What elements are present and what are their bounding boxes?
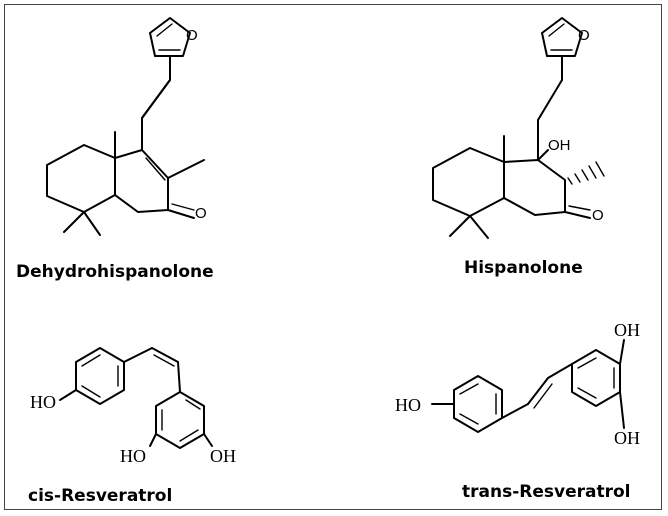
vinyl-bond-trans-a xyxy=(501,403,529,419)
resorcinol-oh-bond-cis-r xyxy=(203,433,213,447)
gem-methyl-2a xyxy=(469,215,489,239)
resorcinol-inner-trans-c xyxy=(577,387,597,399)
hydroxyl-bond-2 xyxy=(537,149,549,161)
resorcinol-oh-bond-trans-top xyxy=(619,339,625,365)
hydroxyl-label-2: OH xyxy=(548,137,571,154)
vinyl-bond-trans-c xyxy=(547,363,573,379)
methyl-right-1 xyxy=(167,159,205,179)
resorcinol-inner-cis-a xyxy=(185,399,201,410)
furan-oxygen-2: O xyxy=(578,27,590,44)
resorcinol-inner-cis-c xyxy=(179,429,199,442)
resorcinol-inner-trans-a xyxy=(577,357,597,369)
furan-ring-1 xyxy=(149,17,191,57)
chain-link-1 xyxy=(141,79,171,119)
ketone-bond-1a xyxy=(167,209,195,219)
label-cis-resveratrol: cis-Resveratrol xyxy=(28,486,173,506)
ketone-bond-2a xyxy=(564,211,591,219)
vinyl-double-trans-b xyxy=(533,383,553,409)
resorcinol-oh-bond-cis-l xyxy=(149,433,157,447)
ring-b-1 xyxy=(114,149,169,213)
phenol-oh-trans: HO xyxy=(395,395,421,415)
phenol-inner-trans-c xyxy=(459,413,479,425)
phenol-ring-cis xyxy=(75,347,125,405)
ring-a-1 xyxy=(46,144,116,213)
ring-a-2 xyxy=(432,147,505,217)
resorcinol-oh-left-cis: HO xyxy=(120,446,146,466)
resorcinol-oh-right-cis: OH xyxy=(210,446,236,466)
hashed-methyl-2 xyxy=(567,161,605,185)
structure-dehydrohispanolone: O O xyxy=(46,17,207,236)
resorcinol-oh-bond-trans-bottom xyxy=(619,391,625,429)
vinyl-bond-cis-c xyxy=(177,361,181,393)
gem-methyl-1a xyxy=(83,211,101,236)
label-trans-resveratrol: trans-Resveratrol xyxy=(462,482,631,502)
side-chain-1 xyxy=(141,55,171,151)
structure-hispanolone: O OH O xyxy=(432,17,605,239)
label-hispanolone: Hispanolone xyxy=(464,258,583,278)
vinyl-double-cis xyxy=(151,347,179,363)
figure-frame xyxy=(4,4,662,510)
phenol-oh-bond-cis xyxy=(59,389,77,401)
phenol-inner-cis-c xyxy=(81,385,101,398)
ketone-bond-1b xyxy=(171,203,195,211)
side-chain-2b xyxy=(537,79,563,121)
resorcinol-oh-bottom-trans: OH xyxy=(614,428,640,448)
vinyl-double-cis-b xyxy=(153,354,175,367)
ketone-oxygen-2: O xyxy=(592,207,604,224)
furan-double-1a xyxy=(156,23,173,37)
ketone-oxygen-1: O xyxy=(195,205,207,222)
vinyl-bond-cis-a xyxy=(123,347,153,363)
vinyl-double-trans xyxy=(527,377,549,405)
ketone-bond-2b xyxy=(568,205,591,211)
gem-methyl-1b xyxy=(63,211,85,233)
gem-methyl-2b xyxy=(449,215,471,237)
furan-double-2a xyxy=(548,23,565,37)
ring-b-double-1 xyxy=(145,157,166,181)
phenol-oh-cis: HO xyxy=(30,392,56,412)
structure-cis-resveratrol: HO HO OH xyxy=(30,347,236,466)
phenol-inner-trans-a xyxy=(459,383,479,395)
label-dehydrohispanolone: Dehydrohispanolone xyxy=(16,262,214,282)
furan-oxygen-1: O xyxy=(186,27,198,44)
resorcinol-ring-cis xyxy=(155,391,205,449)
resorcinol-oh-top-trans: OH xyxy=(614,320,640,340)
phenol-inner-cis-a xyxy=(81,354,101,367)
ring-b-2 xyxy=(503,159,566,216)
furan-ring-2 xyxy=(541,17,583,57)
structure-trans-resveratrol: HO OH OH xyxy=(395,320,640,448)
